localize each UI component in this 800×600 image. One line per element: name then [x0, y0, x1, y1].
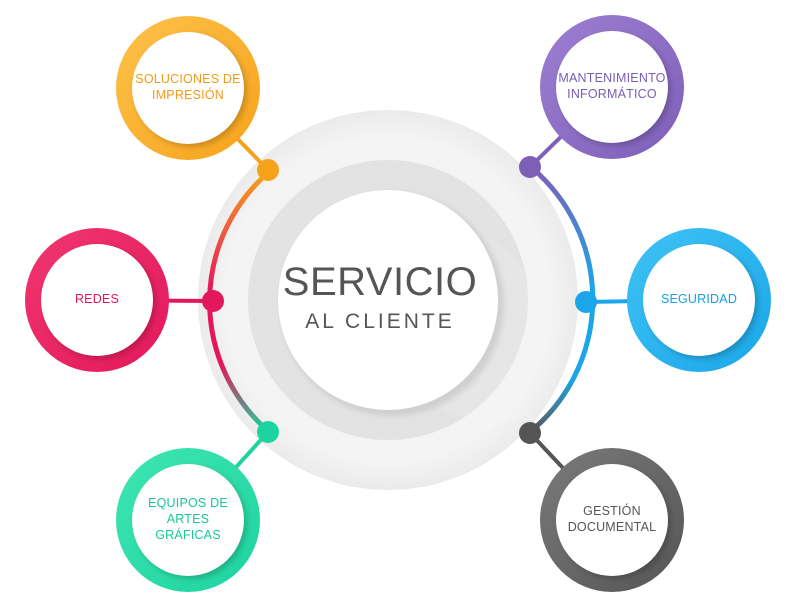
- center-subtitle: AL CLIENTE: [305, 310, 455, 333]
- node-label-line: EQUIPOS DE: [148, 496, 228, 510]
- node-equipos-artes-graficas: [116, 448, 260, 592]
- node-label-line: SOLUCIONES DE: [135, 72, 241, 86]
- node-label-line: INFORMÁTICO: [567, 87, 657, 101]
- node-label-line: IMPRESIÓN: [152, 88, 224, 102]
- node-label-line: SEGURIDAD: [660, 292, 738, 306]
- node-seguridad: [627, 228, 771, 372]
- node-label-seguridad: SEGURIDAD: [639, 291, 759, 307]
- node-gestion-documental: [540, 448, 684, 592]
- node-redes: [25, 228, 169, 372]
- node-disk-mantenimiento-informatico: [556, 31, 668, 143]
- center-title: SERVICIO: [282, 260, 478, 304]
- connector-dot-equipos-artes-graficas: [257, 421, 279, 443]
- connector-dot-gestion-documental: [519, 422, 541, 444]
- node-label-line: GESTIÓN: [583, 504, 641, 518]
- node-disk-gestion-documental: [556, 464, 668, 576]
- connector-dot-redes: [202, 290, 224, 312]
- center-disk: [278, 190, 498, 410]
- node-label-line: DOCUMENTAL: [567, 520, 657, 534]
- connector-dot-seguridad: [575, 291, 597, 313]
- node-soluciones-impresion: [116, 16, 260, 160]
- node-disk-equipos-artes-graficas: [132, 464, 244, 576]
- connector-dot-soluciones-impresion: [257, 159, 279, 181]
- node-label-line: MANTENIMIENTO: [558, 71, 666, 85]
- node-mantenimiento-informatico: [540, 15, 684, 159]
- node-label-mantenimiento-informatico: MANTENIMIENTO INFORMÁTICO: [552, 70, 672, 102]
- node-disk-soluciones-impresion: [132, 32, 244, 144]
- node-label-redes: REDES: [37, 291, 157, 307]
- connector-dot-mantenimiento-informatico: [519, 156, 541, 178]
- node-label-line: ARTES: [166, 512, 210, 526]
- node-disk-seguridad: [643, 244, 755, 356]
- node-disk-redes: [41, 244, 153, 356]
- node-label-line: REDES: [74, 292, 120, 306]
- node-label-soluciones-impresion: SOLUCIONES DE IMPRESIÓN: [128, 71, 248, 103]
- node-label-gestion-documental: GESTIÓN DOCUMENTAL: [552, 503, 672, 535]
- node-label-line: GRÁFICAS: [155, 528, 221, 542]
- node-label-equipos-artes-graficas: EQUIPOS DE ARTES GRÁFICAS: [128, 495, 248, 543]
